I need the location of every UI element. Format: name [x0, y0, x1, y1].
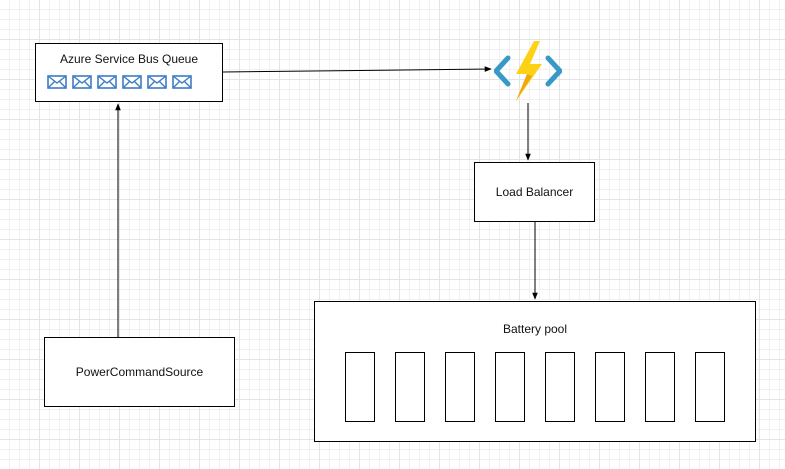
battery-cell[interactable] [695, 352, 725, 422]
arrow-queue-to-function [222, 66, 492, 73]
power-command-source-node[interactable]: PowerCommandSource [44, 337, 235, 407]
service-bus-queue-node[interactable]: Azure Service Bus Queue [35, 43, 223, 102]
envelope-icon [72, 75, 92, 89]
queue-messages [47, 75, 192, 89]
envelope-icon [122, 75, 142, 89]
envelope-icon [97, 75, 117, 89]
left-bracket [494, 55, 511, 87]
battery-pool-label: Battery pool [502, 322, 568, 336]
battery-cell[interactable] [545, 352, 575, 422]
power-command-source-label: PowerCommandSource [75, 365, 204, 379]
battery-pool-node[interactable]: Battery pool [314, 301, 756, 442]
right-bracket [545, 55, 562, 87]
battery-cell[interactable] [395, 352, 425, 422]
battery-cell[interactable] [345, 352, 375, 422]
load-balancer-node[interactable]: Load Balancer [474, 162, 595, 222]
load-balancer-label: Load Balancer [495, 185, 574, 199]
battery-cell[interactable] [445, 352, 475, 422]
envelope-icon [172, 75, 192, 89]
envelope-icon [147, 75, 167, 89]
queue-title: Azure Service Bus Queue [59, 52, 199, 66]
battery-cell[interactable] [495, 352, 525, 422]
azure-function-icon[interactable] [494, 40, 562, 102]
battery-cell[interactable] [595, 352, 625, 422]
envelope-icon [47, 75, 67, 89]
battery-cell[interactable] [645, 352, 675, 422]
lightning-bolt-shade [516, 74, 532, 101]
